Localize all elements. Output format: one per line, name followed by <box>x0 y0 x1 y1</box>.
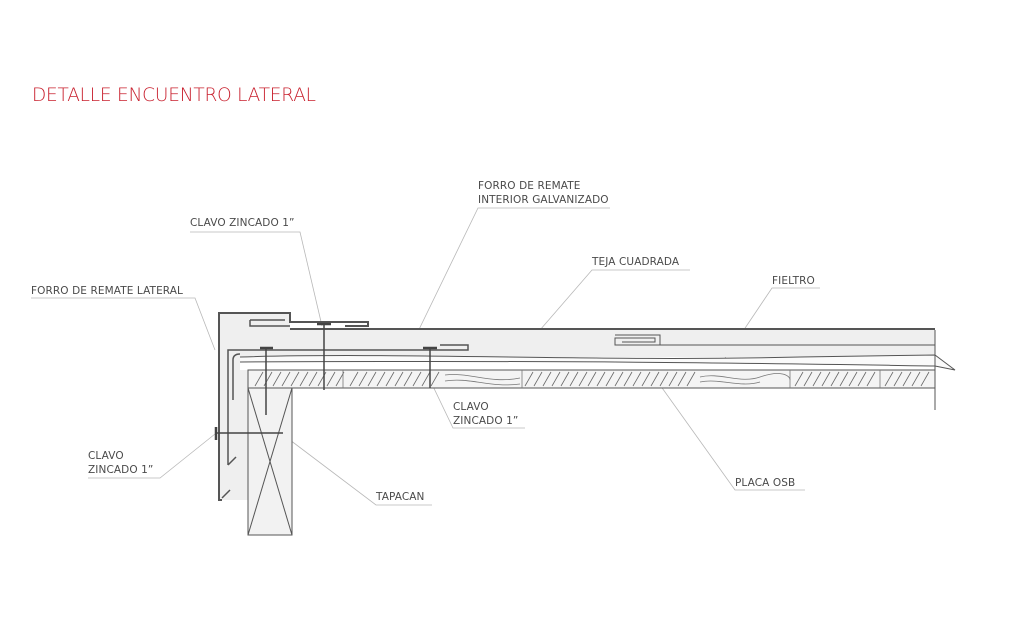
osb-hatch-stroke <box>367 371 377 387</box>
osb-hatch-stroke <box>677 371 687 387</box>
leader-tapacan <box>289 439 432 506</box>
osb-hatch-stroke <box>614 371 624 387</box>
felt-layer <box>239 354 956 371</box>
leader-forro-interior <box>409 207 610 349</box>
label-forro-lateral: FORRO DE REMATE LATERAL <box>31 285 184 297</box>
osb-hatch-stroke <box>803 371 813 387</box>
osb-hatch-stroke <box>884 371 894 387</box>
osb-hatch-stroke <box>587 371 597 387</box>
label-clavo-left: CLAVO ZINCADO 1” <box>88 449 153 477</box>
osb-hatch-stroke <box>839 371 849 387</box>
osb-hatch-stroke <box>578 371 588 387</box>
osb-hatch-stroke <box>533 371 543 387</box>
label-line: INTERIOR GALVANIZADO <box>478 194 609 206</box>
interior-flashing <box>227 344 469 466</box>
osb-hatch-stroke <box>376 371 386 387</box>
osb-hatch-stroke <box>403 371 413 387</box>
osb-hatch-stroke <box>686 371 696 387</box>
osb-hatch-stroke <box>272 371 282 387</box>
label-line: CLAVO <box>88 450 124 462</box>
osb-hatch-stroke <box>308 371 318 387</box>
osb-hatch-stroke <box>421 371 431 387</box>
leader-clavo-mid <box>429 379 525 429</box>
osb-hatch-stroke <box>821 371 831 387</box>
osb-hatch-stroke <box>623 371 633 387</box>
label-clavo-top: CLAVO ZINCADO 1” <box>190 217 295 229</box>
osb-hatch-stroke <box>893 371 903 387</box>
osb-hatch-stroke <box>358 371 368 387</box>
osb-hatch-stroke <box>848 371 858 387</box>
osb-hatch-stroke <box>902 371 912 387</box>
osb-hatch-stroke <box>794 371 804 387</box>
label-line: ZINCADO 1” <box>88 464 154 476</box>
osb-hatch-stroke <box>524 371 534 387</box>
leader-clavo-left <box>88 433 216 479</box>
osb-hatch-stroke <box>596 371 606 387</box>
lateral-flashing <box>218 312 369 501</box>
osb-hatch-stroke <box>430 371 440 387</box>
diagram-title: DETALLE ENCUENTRO LATERAL <box>32 85 316 106</box>
osb-hatch-stroke <box>254 371 264 387</box>
osb-hatch-stroke <box>650 371 660 387</box>
osb-hatch-stroke <box>560 371 570 387</box>
label-line: ZINCADO 1” <box>453 415 519 427</box>
osb-hatch-stroke <box>641 371 651 387</box>
osb-hatch-stroke <box>394 371 404 387</box>
osb-hatch-stroke <box>569 371 579 387</box>
label-teja: TEJA CUADRADA <box>592 256 680 268</box>
osb-hatch-stroke <box>812 371 822 387</box>
osb-hatch-stroke <box>632 371 642 387</box>
osb-hatch-stroke <box>605 371 615 387</box>
leader-forro-lateral <box>31 297 216 351</box>
leader-teja <box>539 269 690 331</box>
lateral-flashing-fill <box>219 313 290 500</box>
label-tapacan: TAPACAN <box>376 491 425 503</box>
osb-hatch-stroke <box>290 371 300 387</box>
nails <box>214 322 437 440</box>
osb-hatch-stroke <box>412 371 422 387</box>
osb-hatch-stroke <box>911 371 921 387</box>
label-fieltro: FIELTRO <box>772 275 815 287</box>
tile-layer <box>240 330 935 357</box>
osb-hatch-stroke <box>349 371 359 387</box>
osb-hatch-stroke <box>299 371 309 387</box>
roof-layers <box>218 312 956 501</box>
tapacan-board <box>247 387 293 536</box>
osb-hatch-stroke <box>281 371 291 387</box>
osb-hatch-stroke <box>542 371 552 387</box>
leader-placa-osb <box>659 384 805 491</box>
leader-clavo-top <box>190 231 323 327</box>
tile-fold <box>614 334 661 346</box>
label-line: CLAVO <box>453 401 489 413</box>
osb-hatch-stroke <box>326 371 336 387</box>
label-placa-osb: PLACA OSB <box>735 477 796 489</box>
osb-hatch-stroke <box>668 371 678 387</box>
osb-hatch-stroke <box>830 371 840 387</box>
osb-hatch-stroke <box>866 371 876 387</box>
osb-hatch-stroke <box>551 371 561 387</box>
flashing-hem <box>249 319 290 327</box>
label-forro-interior: FORRO DE REMATE INTERIOR GALVANIZADO <box>478 179 609 207</box>
osb-board <box>247 369 936 389</box>
osb-hatch-stroke <box>857 371 867 387</box>
osb-hatch-stroke <box>659 371 669 387</box>
osb-hatch-stroke <box>385 371 395 387</box>
label-line: FORRO DE REMATE <box>478 180 581 192</box>
osb-hatch-stroke <box>920 371 930 387</box>
label-clavo-mid: CLAVO ZINCADO 1” <box>453 400 518 428</box>
